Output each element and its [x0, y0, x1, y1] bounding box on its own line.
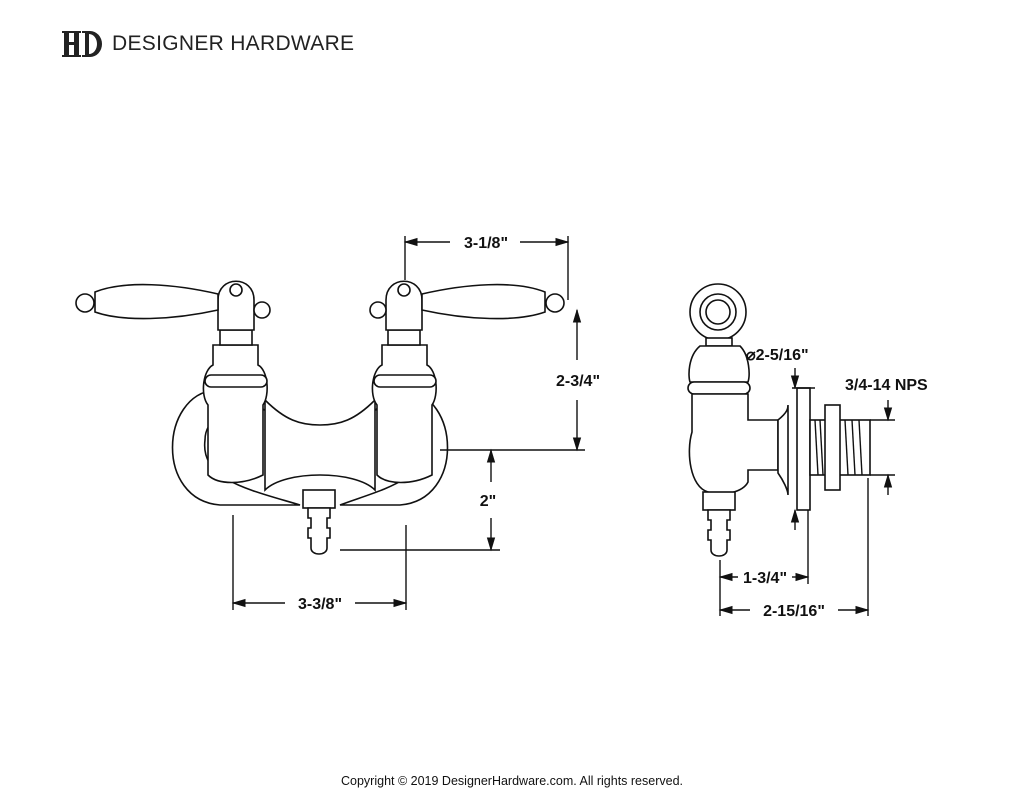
dim-projection-long: 2-15/16" — [763, 603, 825, 620]
side-view — [687, 283, 895, 616]
dim-handle-spacing: 3-1/8" — [464, 235, 508, 252]
dh-monogram-icon — [62, 31, 102, 57]
dim-projection-short: 1-3/4" — [743, 570, 787, 587]
dim-spout-drop: 2" — [480, 493, 496, 510]
front-view — [75, 236, 585, 610]
brand-logo: DESIGNER HARDWARE — [62, 28, 354, 60]
dim-center-spacing: 3-3/8" — [298, 596, 342, 613]
copyright-footer: Copyright © 2019 DesignerHardware.com. A… — [341, 774, 683, 788]
brand-name: DESIGNER HARDWARE — [112, 32, 355, 55]
dim-thread-size: 3/4-14 NPS — [845, 377, 928, 394]
dim-flange-diameter: ⌀2-5/16" — [746, 347, 809, 364]
dim-handle-height: 2-3/4" — [556, 373, 600, 390]
